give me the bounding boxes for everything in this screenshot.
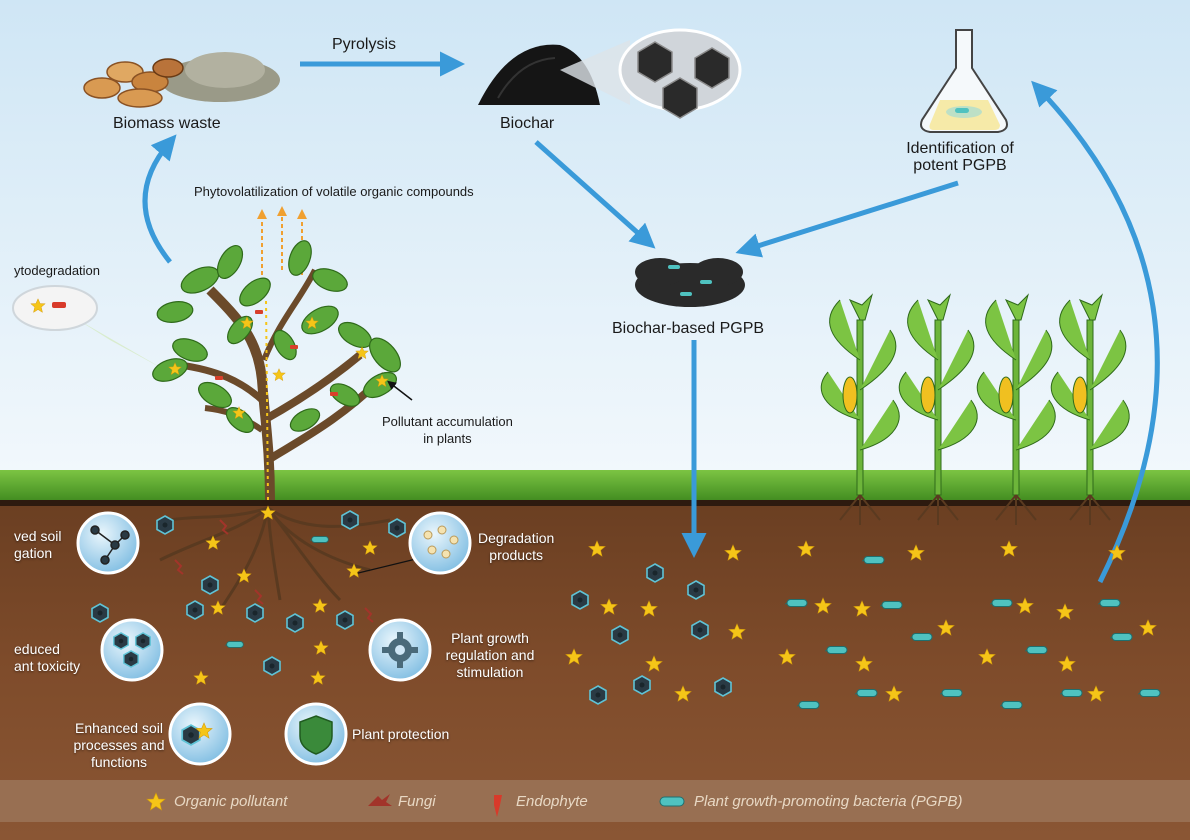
legend-bar xyxy=(0,780,1190,822)
biochar-pile-illustration xyxy=(478,28,742,119)
grass-strip xyxy=(0,470,1190,502)
pyrolysis-label: Pyrolysis xyxy=(332,36,397,53)
biochar-label: Biochar xyxy=(500,115,555,132)
benefit-circles xyxy=(76,511,472,766)
legend-endophyte: Endophyte xyxy=(516,793,588,810)
tree-roots xyxy=(159,506,421,611)
flask-illustration xyxy=(920,29,1008,133)
identification-label: Identification of potent PGPB xyxy=(906,140,1014,174)
gear-icon xyxy=(382,632,418,668)
legend-organic-pollutant: Organic pollutant xyxy=(174,793,288,810)
reduced-toxicity-label: educed ant toxicity xyxy=(14,641,81,674)
plant-protection-label: Plant protection xyxy=(352,726,450,742)
legend-pgpb: Plant growth-promoting bacteria (PGPB) xyxy=(694,793,963,810)
corn-plants xyxy=(820,293,1131,526)
phytovolatilization-label: Phytovolatilization of volatile organic … xyxy=(194,184,474,199)
biochar-pgpb-illustration xyxy=(635,258,745,307)
biomass-waste-illustration xyxy=(83,52,280,108)
legend-fungi-icon xyxy=(368,794,392,806)
process-arrows xyxy=(142,51,1160,584)
degradation-products-label: Degradation products xyxy=(478,530,555,563)
shield-icon xyxy=(299,715,333,755)
phytodegradation-callout xyxy=(12,285,165,370)
plant-growth-label: Plant growth regulation and stimulation xyxy=(445,630,535,680)
legend-icons xyxy=(146,792,685,817)
enhanced-soil-label: Enhanced soil processes and functions xyxy=(73,720,165,770)
phytodegradation-label: ytodegradation xyxy=(14,263,101,278)
tree-illustration xyxy=(152,240,401,501)
soil-mitigation-label: ved soil gation xyxy=(14,528,62,561)
legend-bacteria-icon xyxy=(659,796,685,807)
biochar-pgpb-label: Biochar-based PGPB xyxy=(612,320,765,337)
pollutant-accumulation-label: Pollutant accumulation in plants xyxy=(382,414,513,446)
soil-fungi xyxy=(174,519,374,623)
legend-endophyte-icon xyxy=(494,795,502,817)
biomass-waste-label: Biomass waste xyxy=(113,115,221,132)
pollutant-pointer-arrow xyxy=(387,380,413,401)
legend-fungi: Fungi xyxy=(398,793,436,810)
